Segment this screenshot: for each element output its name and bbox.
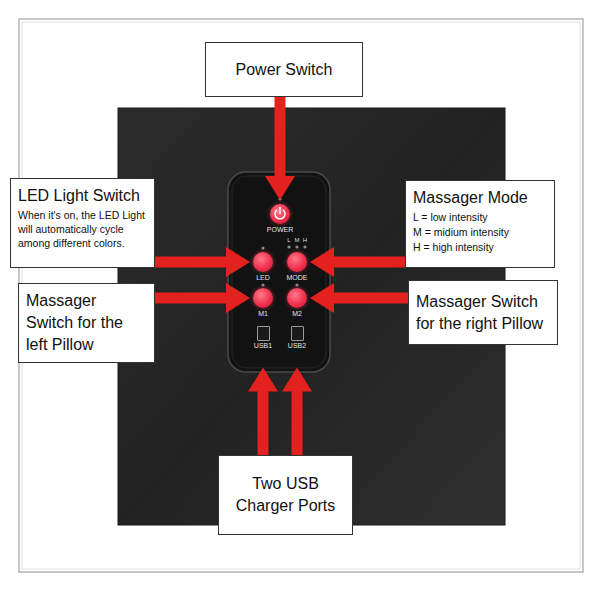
callout-box: LED Light SwitchWhen it's on, the LED Li… [10, 178, 155, 268]
callout-box: Massager ModeL = low intensityM = midium… [405, 180, 555, 268]
push-button: LED [253, 252, 273, 272]
callout-heading: Power Switch [218, 59, 350, 81]
callout-heading: LED Light Switch [18, 185, 147, 207]
callout-text: M = midium intensity [413, 225, 547, 239]
callout-box: Massager Switch for the left Pillow [18, 283, 155, 363]
indicator-dot [295, 283, 298, 286]
callout-box: Massager Switch for the right Pillow [408, 280, 558, 345]
port-label: USB2 [288, 342, 306, 350]
usb-port: USB2 [291, 326, 304, 341]
pointer-arrow [248, 368, 278, 456]
pointer-arrow [282, 368, 312, 456]
mode-level-label: M [295, 237, 300, 244]
push-button: M1 [253, 288, 273, 308]
panel-bevel [232, 176, 326, 368]
indicator-dot [303, 245, 306, 248]
button-label: POWER [267, 226, 293, 234]
callout-text: H = high intensity [413, 240, 547, 254]
control-panel [228, 172, 330, 372]
indicator-dot [261, 246, 264, 249]
button-label: MODE [287, 274, 308, 282]
button-label: M2 [292, 310, 302, 318]
pointer-arrow [155, 247, 250, 277]
photo-frame [19, 19, 583, 572]
callout-text: L = low intensity [413, 210, 547, 224]
power-icon [275, 210, 285, 219]
callout-heading: Massager Switch for the right Pillow [416, 291, 550, 335]
callout-box: Two USB Charger Ports [218, 455, 353, 535]
push-button: M2 [287, 288, 307, 308]
power-icon [279, 208, 281, 214]
button-label: M1 [258, 310, 268, 318]
usb-port: USB1 [257, 326, 270, 341]
callout-text: When it's on, the LED Light will automat… [18, 208, 147, 250]
port-label: USB1 [254, 342, 272, 350]
mode-level-label: H [303, 237, 307, 244]
callout-heading: Two USB Charger Ports [231, 473, 340, 517]
pointer-arrow [310, 283, 408, 313]
pointer-arrow [310, 247, 405, 277]
pointer-arrow [155, 283, 250, 313]
callout-heading: Massager Mode [413, 187, 547, 209]
callout-heading: Massager Switch for the left Pillow [26, 290, 147, 356]
push-button: POWER [270, 204, 290, 224]
push-button: MODE [287, 252, 307, 272]
button-label: LED [256, 274, 270, 282]
indicator-dot [261, 283, 264, 286]
mode-level-label: L [287, 237, 290, 244]
indicator-dot [287, 245, 290, 248]
pointer-arrow [265, 97, 295, 200]
callout-box: Power Switch [205, 42, 363, 97]
indicator-dot [295, 245, 298, 248]
